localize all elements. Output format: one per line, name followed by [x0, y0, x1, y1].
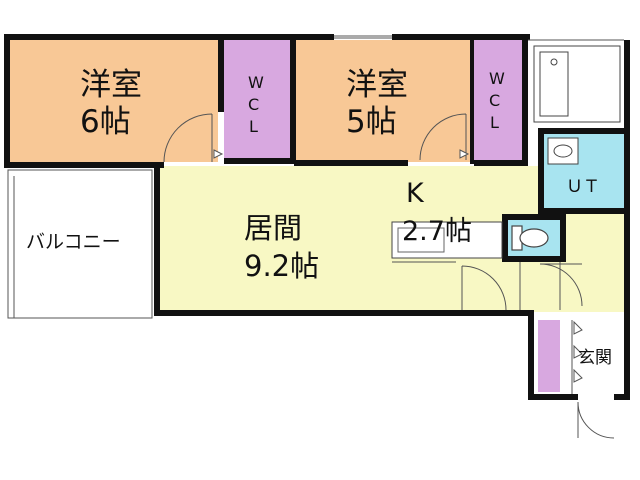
wcl2-l2: C	[489, 91, 500, 110]
ut-label: ＵＴ	[566, 177, 600, 197]
wcl2-l1: W	[489, 69, 505, 88]
door-swing-icon	[163, 113, 615, 439]
wcl-left	[224, 40, 290, 162]
kitchen-size: 2.7帖	[402, 216, 472, 247]
wcl1-l2: C	[248, 95, 259, 114]
door-arrows	[213, 149, 583, 383]
living-size: 9.2帖	[244, 249, 319, 283]
room1-name: 洋室	[80, 67, 142, 103]
balcony-label: バルコニー	[26, 231, 121, 253]
entrance-label: 玄関	[578, 348, 612, 368]
wcl-right	[474, 40, 522, 162]
toilet-icon	[511, 225, 549, 251]
walls	[4, 34, 630, 400]
entrance-closet	[538, 320, 560, 392]
wcl1-l1: W	[248, 73, 264, 92]
room2-size: 5帖	[346, 104, 397, 140]
living-name: 居間	[244, 211, 302, 245]
thin-lines	[7, 35, 624, 394]
kitchen-name: K	[406, 178, 425, 209]
wcl2-l3: L	[490, 113, 499, 132]
washbasin-icon	[547, 137, 579, 165]
wcl1-l3: L	[249, 117, 258, 136]
room2-name: 洋室	[346, 67, 408, 103]
room-western-5	[294, 40, 470, 162]
room1-size: 6帖	[80, 104, 131, 140]
bathtub-icon	[533, 45, 621, 123]
room-western-6	[10, 40, 218, 162]
